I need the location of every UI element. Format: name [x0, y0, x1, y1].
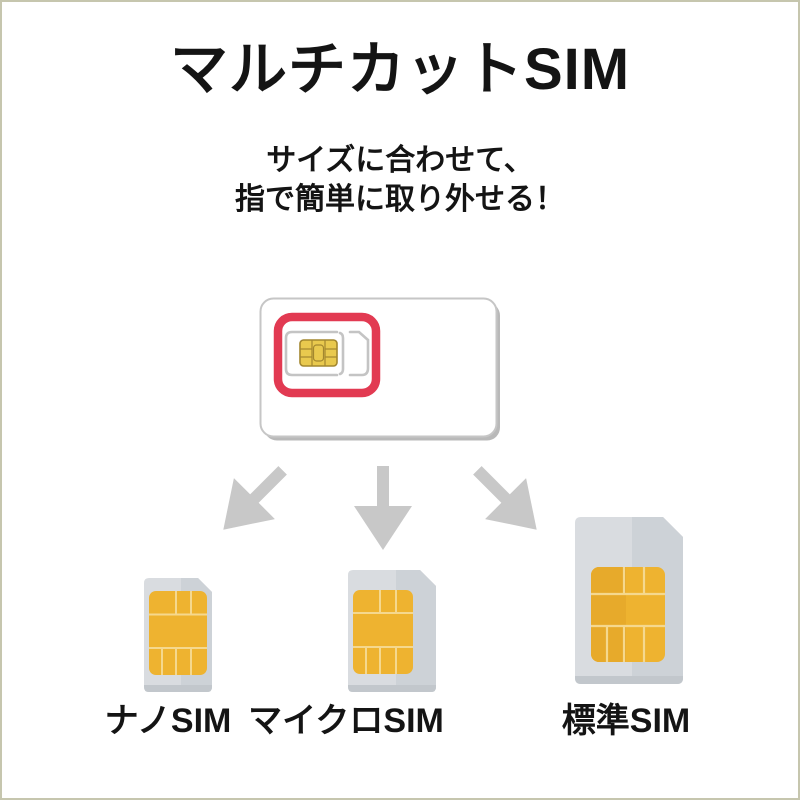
- micro-sim-label: マイクロSIM: [248, 702, 444, 740]
- cut-guide-lines: [284, 330, 370, 377]
- nano-sim-label: ナノSIM: [104, 702, 232, 740]
- multi-cut-sim-card-illustration: [258, 294, 504, 446]
- standard-sim-icon: [575, 517, 683, 689]
- arrow-down-left-icon: [203, 450, 303, 550]
- sim-chip-icon: [299, 339, 338, 367]
- subtitle: サイズに合わせて、 指で簡単に取り外せる！: [2, 141, 798, 219]
- red-highlight-ring: [273, 312, 381, 398]
- subtitle-line-2: 指で簡単に取り外せる！: [235, 183, 565, 216]
- subtitle-line-1: サイズに合わせて、: [266, 144, 534, 177]
- page-title: マルチカットSIM: [169, 37, 631, 102]
- arrow-down-right-icon: [457, 450, 557, 550]
- micro-sim-icon: [348, 570, 436, 697]
- nano-sim-icon: [144, 578, 212, 697]
- standard-sim-label: 標準SIM: [561, 702, 691, 740]
- arrow-down-icon: [354, 466, 412, 550]
- multi-cut-sim-card-icon: [259, 297, 500, 441]
